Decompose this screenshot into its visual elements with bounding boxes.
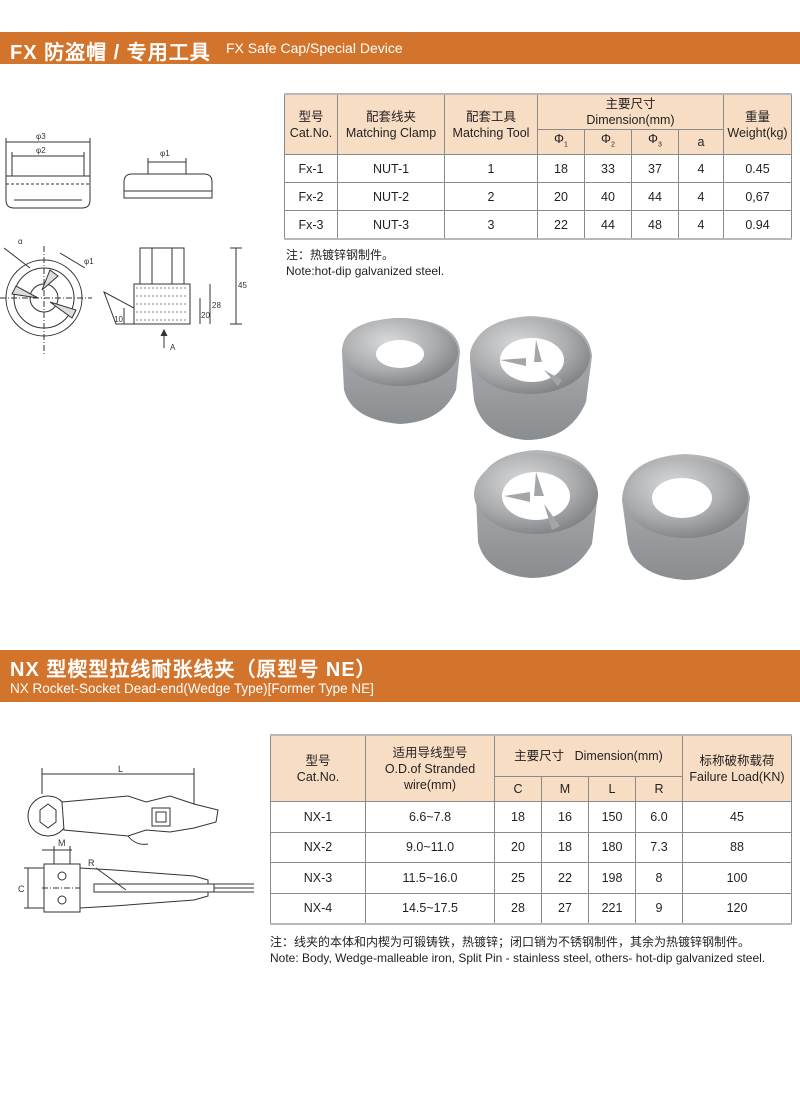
nx-note: 注：线夹的本体和内楔为可锻铸铁，热镀锌；闭口销为不锈钢制件，其余为热镀锌钢制件。… — [270, 934, 765, 966]
col-phi3: Φ3 — [631, 129, 679, 155]
nx-section-header: NX 型楔型拉线耐张线夹（原型号 NE） NX Rocket-Socket De… — [0, 650, 800, 702]
cap-photo-3 — [474, 450, 598, 578]
nut-side-view: 45 28 20 10 A — [103, 247, 247, 352]
label-10: 10 — [114, 315, 123, 324]
label-C: C — [18, 884, 25, 894]
cap-photo-1 — [342, 318, 460, 424]
nx-note-cn: 注：线夹的本体和内楔为可锻铸铁，热镀锌；闭口销为不锈钢制件，其余为热镀锌钢制件。 — [270, 935, 751, 949]
nx-note-en: Note: Body, Wedge-malleable iron, Split … — [270, 951, 766, 965]
col-c: C — [494, 776, 542, 802]
col-a: a — [678, 129, 724, 155]
col-l: L — [588, 776, 636, 802]
cap-small-view: φ1 — [123, 149, 213, 199]
nx-technical-drawing: L M C R — [18, 764, 254, 913]
fx-section-header: FX 防盗帽 / 专用工具 FX Safe Cap/Special Device — [0, 32, 800, 64]
col-dimension: 主要尺寸 Dimension(mm) — [494, 734, 683, 777]
fx-note-en: Note:hot-dip galvanized steel. — [286, 264, 445, 278]
label-20: 20 — [201, 311, 210, 320]
nx-title-en: NX Rocket-Socket Dead-end(Wedge Type)[Fo… — [10, 681, 374, 696]
clamp-top-view: L — [27, 764, 219, 845]
label-phi1: φ1 — [160, 149, 170, 158]
label-L: L — [118, 764, 123, 774]
col-phi1: Φ1 — [537, 129, 585, 155]
label-28: 28 — [212, 301, 221, 310]
label-arrow-a: A — [170, 343, 176, 352]
col-r: R — [635, 776, 683, 802]
label-M: M — [58, 838, 66, 848]
cap-front-view: α φ1 — [0, 237, 94, 354]
clamp-side-view: M C R — [18, 838, 254, 913]
safe-cap-product-photo — [342, 316, 750, 580]
nx-title-cn: NX 型楔型拉线耐张线夹（原型号 NE） — [10, 659, 377, 681]
fx-title-en: FX Safe Cap/Special Device — [226, 40, 403, 56]
cap-photo-2 — [470, 316, 592, 440]
fx-title-cn: FX 防盗帽 / 专用工具 — [10, 42, 211, 64]
label-phi2: φ2 — [36, 146, 46, 155]
label-phi1-front: φ1 — [84, 257, 94, 266]
cap-side-view: φ3 φ2 — [5, 132, 91, 209]
fx-technical-drawing: φ3 φ2 φ1 α φ1 45 28 20 10 — [0, 132, 247, 354]
label-45: 45 — [238, 281, 247, 290]
label-R: R — [88, 858, 95, 868]
fx-note-cn: 注：热镀锌钢制件。 — [286, 248, 395, 262]
col-m: M — [541, 776, 589, 802]
fx-note: 注：热镀锌钢制件。 Note:hot-dip galvanized steel. — [286, 247, 444, 279]
label-alpha: α — [18, 237, 23, 246]
col-phi2: Φ2 — [584, 129, 632, 155]
cap-photo-4 — [622, 454, 750, 580]
label-phi3: φ3 — [36, 132, 46, 141]
